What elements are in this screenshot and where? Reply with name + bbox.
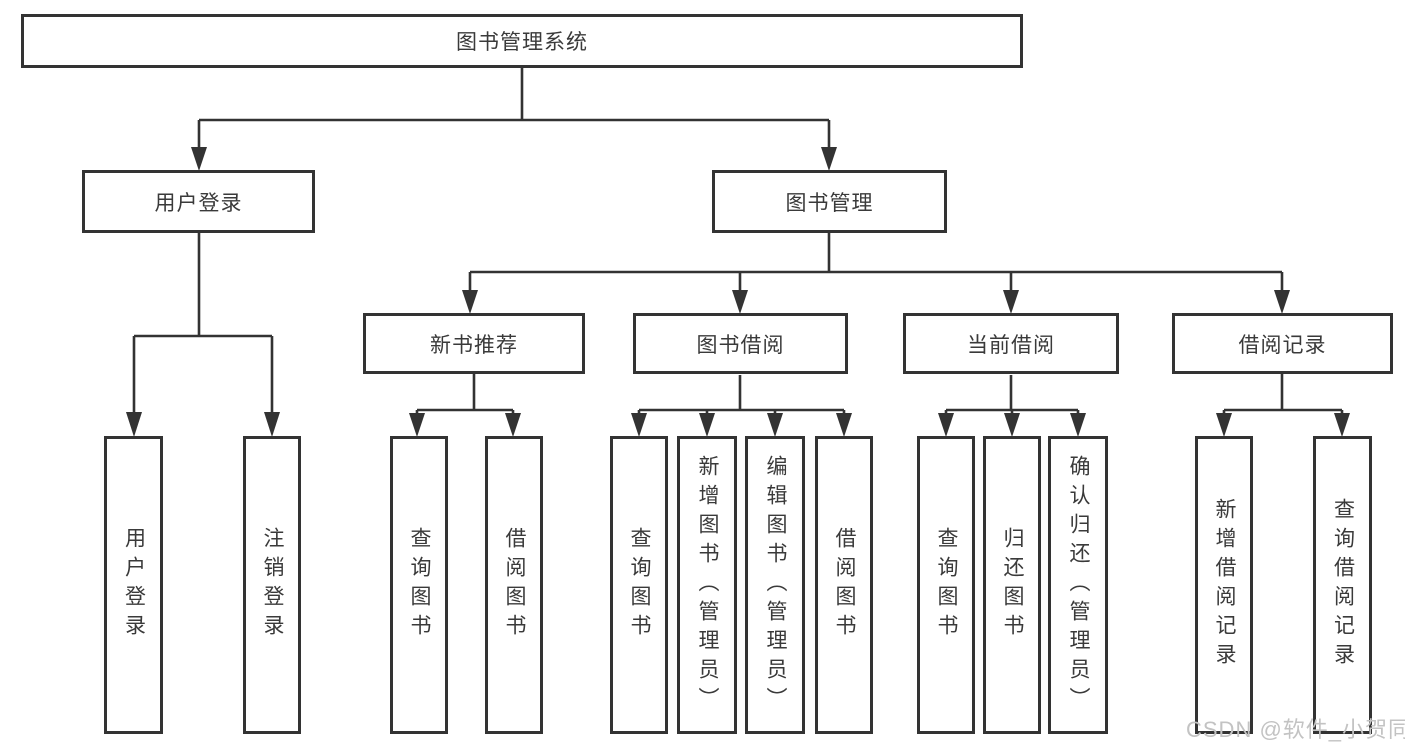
leaf-add-borrow-record: 新增借阅记录: [1195, 436, 1253, 734]
node-label: 新书推荐: [430, 333, 518, 357]
leaf-label: 借阅图书: [503, 527, 526, 643]
connector-user-login-split: [132, 233, 274, 414]
node-library-management-system: 图书管理系统: [21, 14, 1023, 68]
connector-root-split: [197, 68, 831, 150]
leaf-label: 查询图书: [408, 527, 431, 643]
leaf-label: 新增图书（管理员）: [696, 454, 719, 716]
leaf-user-login: 用户登录: [104, 436, 163, 734]
node-label: 图书管理: [785, 191, 874, 215]
leaf-label: 用户登录: [122, 527, 146, 643]
connector-book-management-split: [468, 233, 1284, 292]
connector-current-borrow-split: [944, 375, 1080, 414]
connector-borrow-records-split: [1222, 374, 1344, 414]
node-label: 借阅记录: [1238, 333, 1327, 357]
node-book-management: 图书管理: [712, 170, 947, 233]
node-user-login: 用户登录: [82, 170, 315, 233]
leaf-label: 确认归还（管理员）: [1067, 454, 1090, 716]
leaf-logout: 注销登录: [243, 436, 301, 734]
node-label: 当前借阅: [967, 333, 1055, 357]
leaf-label: 编辑图书（管理员）: [764, 454, 787, 716]
leaf-label: 注销登录: [261, 527, 284, 643]
leaf-borrow-books: 借阅图书: [815, 436, 873, 734]
leaf-return-books: 归还图书: [983, 436, 1041, 734]
leaf-query-borrow-record: 查询借阅记录: [1313, 436, 1372, 734]
node-label: 用户登录: [154, 191, 243, 215]
leaf-label: 查询图书: [628, 527, 651, 643]
csdn-watermark: CSDN @软件_小贺同学: [1186, 717, 1405, 742]
node-label: 图书管理系统: [456, 31, 588, 54]
connector-book-borrow-split: [637, 375, 846, 414]
leaf-query-books-current: 查询图书: [917, 436, 975, 734]
leaf-add-book-admin: 新增图书（管理员）: [677, 436, 737, 734]
leaf-label: 借阅图书: [833, 527, 856, 643]
node-book-borrow: 图书借阅: [633, 313, 848, 374]
leaf-edit-book-admin: 编辑图书（管理员）: [745, 436, 805, 734]
leaf-label: 归还图书: [1001, 527, 1024, 643]
leaf-label: 查询图书: [935, 527, 958, 643]
leaf-query-books-recommend: 查询图书: [390, 436, 448, 734]
connector-new-book-split: [415, 374, 515, 414]
leaf-label: 新增借阅记录: [1213, 498, 1236, 672]
leaf-borrow-books-recommend: 借阅图书: [485, 436, 543, 734]
leaf-query-books-borrow: 查询图书: [610, 436, 668, 734]
leaf-label: 查询借阅记录: [1331, 498, 1355, 672]
leaf-confirm-return-admin: 确认归还（管理员）: [1048, 436, 1108, 734]
node-borrow-records: 借阅记录: [1172, 313, 1393, 374]
node-label: 图书借阅: [696, 333, 785, 357]
node-current-borrow: 当前借阅: [903, 313, 1119, 374]
node-new-book-recommend: 新书推荐: [363, 313, 585, 374]
